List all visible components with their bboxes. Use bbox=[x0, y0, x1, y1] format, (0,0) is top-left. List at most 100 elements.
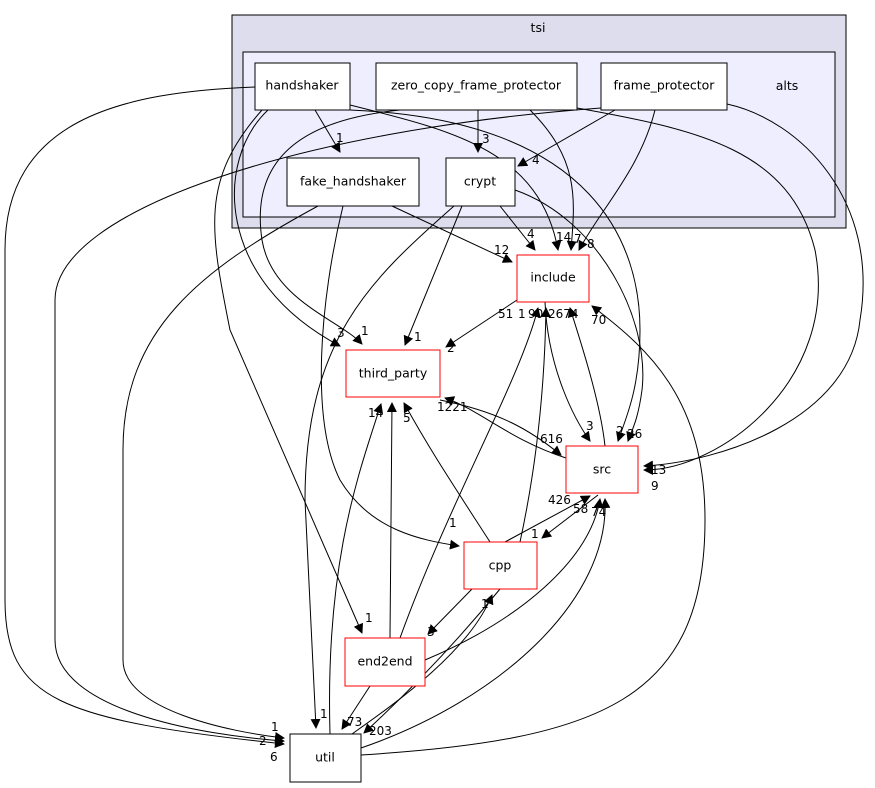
edge-cpp-util bbox=[363, 588, 501, 734]
node-label: handshaker bbox=[265, 78, 339, 93]
edge-label: 1 bbox=[414, 330, 422, 344]
edge-label: 9 bbox=[651, 479, 659, 493]
edge-cpp-end2end bbox=[427, 588, 473, 635]
edge-label: 14 bbox=[368, 406, 383, 420]
edge-label: 70 bbox=[591, 313, 606, 327]
node-label: include bbox=[530, 270, 576, 285]
edge-frame_protector-util bbox=[54, 107, 602, 746]
edge-label: 1 bbox=[361, 324, 369, 338]
edge-third_party-util bbox=[329, 403, 384, 735]
node-label: crypt bbox=[464, 174, 496, 189]
edge-label: 12 bbox=[494, 243, 509, 257]
node-third-party[interactable]: third_party bbox=[345, 349, 441, 398]
edge-label: 1 bbox=[365, 611, 373, 625]
edge-end2end-include bbox=[399, 307, 541, 639]
edge-label: 2674 bbox=[548, 307, 579, 321]
edge-util-cpp bbox=[351, 594, 494, 735]
node-label: frame_protector bbox=[614, 78, 716, 93]
node-label: util bbox=[315, 750, 335, 765]
edge-handshaker-include bbox=[349, 104, 562, 251]
node-label: third_party bbox=[359, 366, 428, 381]
edge-label: 4 bbox=[532, 153, 540, 167]
edge-label: 1 bbox=[481, 597, 489, 611]
edge-label: 1 bbox=[320, 707, 328, 721]
edge-crypt-src bbox=[514, 189, 644, 442]
edge-fake_handshaker-include bbox=[391, 205, 513, 263]
node-zero-copy-frame-protector[interactable]: zero_copy_frame_protector bbox=[375, 62, 578, 111]
edge-handshaker-third_party bbox=[234, 109, 341, 347]
edge-label: 14 bbox=[556, 230, 571, 244]
node-cpp[interactable]: cpp bbox=[463, 541, 538, 590]
edge-frame_protector-crypt bbox=[517, 109, 616, 167]
edge-label: 4 bbox=[527, 227, 535, 241]
node-include[interactable]: include bbox=[516, 254, 590, 303]
edge-cpp-include bbox=[519, 307, 551, 543]
node-label: fake_handshaker bbox=[300, 174, 407, 189]
edge-zcfp-src bbox=[576, 107, 819, 475]
node-frame-protector[interactable]: frame_protector bbox=[600, 62, 728, 111]
edge-label: 73 bbox=[347, 715, 362, 729]
node-crypt[interactable]: crypt bbox=[445, 157, 516, 207]
edge-label: 426 bbox=[548, 493, 571, 507]
edge-label: 74 bbox=[591, 505, 606, 519]
node-util[interactable]: util bbox=[289, 733, 362, 783]
edge-end2end-util bbox=[341, 685, 371, 730]
edge-handshaker-end2end bbox=[214, 109, 363, 634]
cluster-alts-label: alts bbox=[776, 78, 799, 93]
edge-fake_handshaker-cpp bbox=[320, 205, 460, 550]
node-end2end[interactable]: end2end bbox=[344, 637, 426, 687]
edge-label: 1 bbox=[449, 516, 457, 530]
edge-util-src bbox=[360, 498, 611, 749]
edge-label: 58 bbox=[573, 502, 588, 516]
edge-label: 3 bbox=[482, 132, 490, 146]
edge-label: 1 bbox=[336, 131, 344, 145]
edge-label: 1221 bbox=[437, 400, 468, 414]
edge-handshaker-src bbox=[349, 109, 641, 442]
edge-label: 1 bbox=[531, 527, 539, 541]
node-src[interactable]: src bbox=[565, 445, 639, 494]
edge-label: 1 bbox=[271, 720, 279, 734]
edge-frame_protector-include bbox=[578, 109, 656, 251]
edges bbox=[4, 86, 864, 756]
node-label: cpp bbox=[489, 558, 512, 573]
edge-label: 3 bbox=[427, 625, 435, 639]
edge-crypt-util bbox=[304, 205, 455, 729]
edge-label: 7 bbox=[574, 232, 582, 246]
edge-label: 3 bbox=[337, 326, 345, 340]
edge-label: 2 bbox=[259, 734, 267, 748]
edge-third_party-src bbox=[439, 399, 562, 456]
edge-label: 6 bbox=[270, 750, 278, 764]
cluster-tsi-label: tsi bbox=[531, 20, 546, 35]
edge-end2end-third_party bbox=[386, 402, 397, 639]
edge-include-src bbox=[544, 301, 591, 442]
edge-crypt-include bbox=[499, 205, 536, 251]
edge-zcfp-third_party bbox=[259, 109, 401, 345]
edge-label: 616 bbox=[540, 432, 563, 446]
edge-util-include bbox=[360, 305, 706, 756]
edge-label: 8 bbox=[587, 237, 595, 251]
node-label: zero_copy_frame_protector bbox=[391, 78, 562, 93]
edge-crypt-third_party bbox=[403, 205, 463, 346]
edge-label: 51 bbox=[498, 307, 513, 321]
edge-src-third_party bbox=[444, 396, 567, 459]
node-fake-handshaker[interactable]: fake_handshaker bbox=[286, 157, 420, 207]
node-label: end2end bbox=[357, 654, 412, 669]
edge-zcfp-include bbox=[529, 109, 577, 251]
edge-label: 13 bbox=[651, 463, 666, 477]
edge-src-include bbox=[567, 307, 606, 447]
edge-label: 2 bbox=[616, 424, 624, 438]
edge-fake_handshaker-util bbox=[122, 205, 319, 742]
edge-cpp-third_party bbox=[403, 402, 491, 543]
edge-label: 3 bbox=[586, 419, 594, 433]
edge-cpp-src bbox=[504, 495, 591, 543]
edge-label: 5 bbox=[403, 411, 411, 425]
edge-label: 26 bbox=[627, 427, 642, 441]
edge-handshaker-util bbox=[4, 86, 285, 749]
node-label: src bbox=[593, 462, 611, 477]
edge-label: 203 bbox=[369, 724, 392, 738]
edge-src-cpp bbox=[541, 494, 599, 539]
edge-label: 1 bbox=[518, 307, 526, 321]
node-handshaker[interactable]: handshaker bbox=[254, 62, 351, 111]
